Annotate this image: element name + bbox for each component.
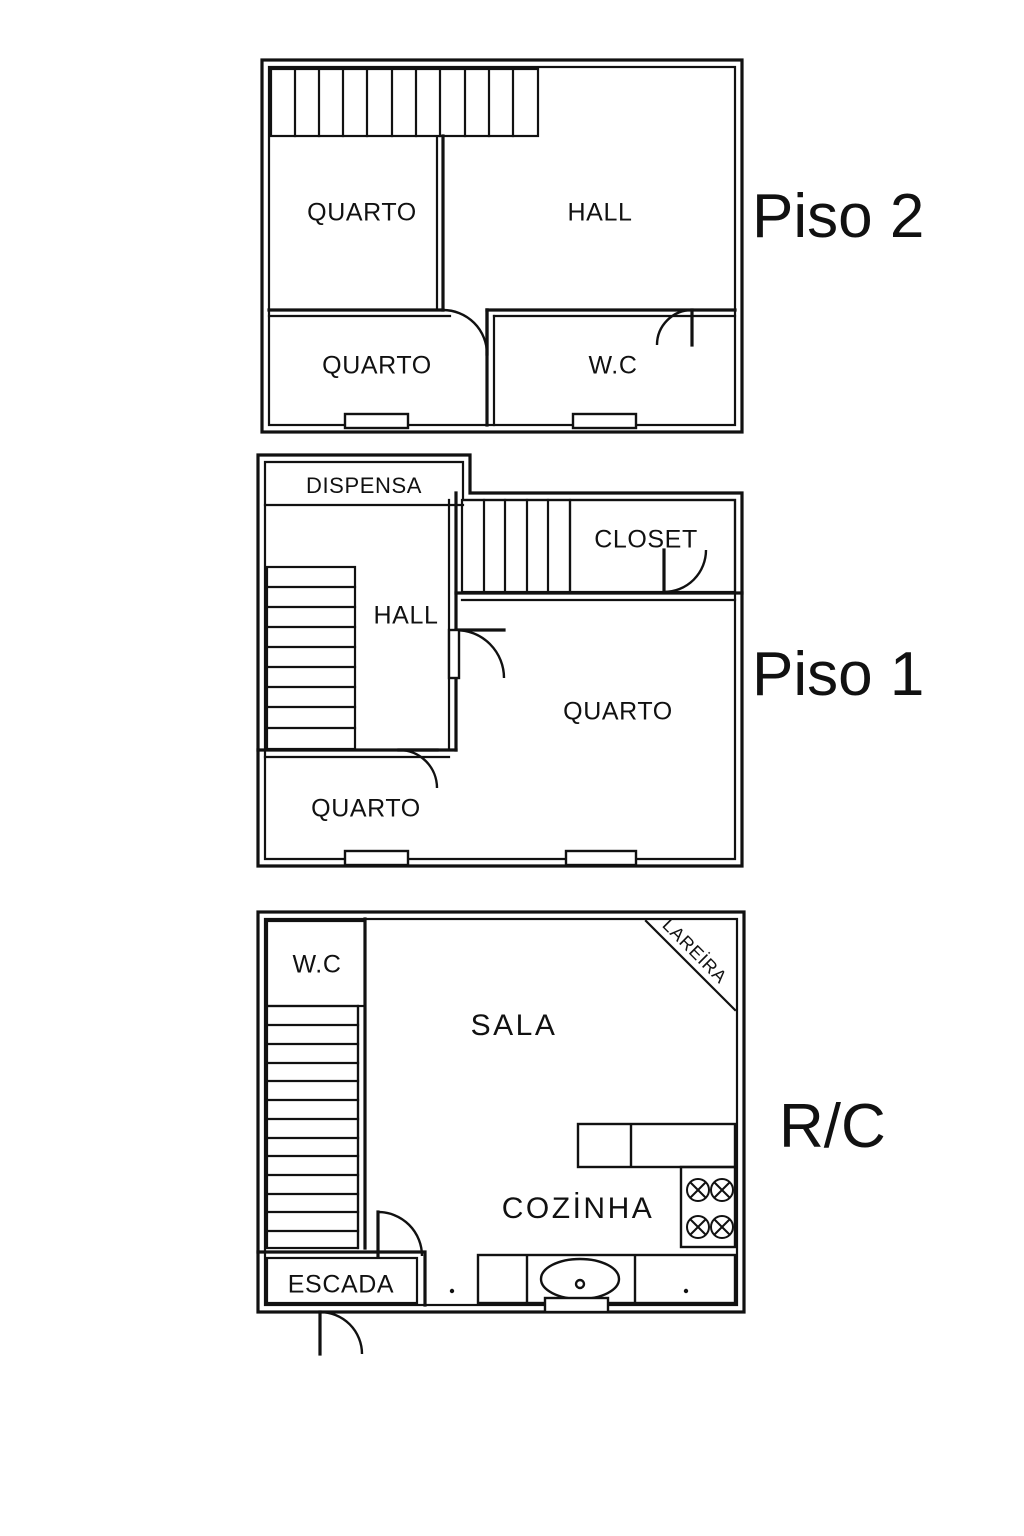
rc-floor-dot-right: [683, 1288, 689, 1294]
rc-inner-wall: [263, 917, 739, 1307]
floor-title-piso1: Piso 1: [752, 640, 925, 709]
rc-room-label-sala: SALA: [471, 1009, 558, 1042]
rc-kitchen-counter-upper: [576, 1122, 737, 1169]
rc-sink: [539, 1257, 621, 1301]
rc-kitchen-counter-bottom: [476, 1253, 737, 1305]
piso1-window-right: [564, 849, 638, 867]
floor-title-piso2: Piso 2: [752, 182, 925, 251]
piso1-room-label-quarto-right: QUARTO: [563, 698, 673, 726]
piso2-window-left: [343, 412, 410, 430]
rc-room-label-cozinha: COZİNHA: [502, 1192, 655, 1225]
rc-kitchen-counter-right: [679, 1165, 737, 1249]
piso2-door-quarto: [442, 308, 489, 356]
floor-plan-piso1: DISPENSA HALL CLOSET QUARTO QUARTO: [256, 453, 744, 868]
piso2-room-label-hall: HALL: [568, 199, 633, 227]
rc-door-escada-upper: [376, 1210, 424, 1258]
piso2-window-right: [571, 412, 638, 430]
rc-room-label-escada: ESCADA: [288, 1271, 394, 1299]
rc-floor-dot-left: [449, 1288, 455, 1294]
piso1-door-quarto-bottom: [397, 748, 439, 789]
rc-staircase: [265, 1004, 360, 1250]
rc-escada-wall: [256, 1250, 427, 1307]
piso2-room-label-wc: W.C: [588, 352, 637, 380]
piso1-door-closet: [662, 548, 708, 594]
floor-title-rc: R/C: [779, 1092, 886, 1161]
piso1-room-label-dispensa: DISPENSA: [306, 473, 422, 498]
rc-room-label-wc: W.C: [292, 951, 341, 979]
piso2-inner-wall: [267, 65, 737, 427]
piso1-room-label-quarto-bottom: QUARTO: [311, 795, 421, 823]
piso1-staircase-upper: [460, 498, 572, 594]
rc-lareira-diagonal: [644, 919, 737, 1012]
rc-annotation-lareira: LAREİRA: [659, 915, 732, 988]
piso1-door-quarto-right: [447, 628, 506, 680]
piso2-room-label-quarto-bottom: QUARTO: [322, 352, 432, 380]
piso2-door-wc: [655, 308, 694, 347]
piso1-outer-wall: [256, 453, 744, 868]
rc-door-entry: [318, 1310, 364, 1356]
piso1-window-left: [343, 849, 410, 867]
piso1-staircase-left: [265, 565, 357, 751]
piso2-staircase: [269, 67, 540, 138]
floor-plan-piso2: QUARTO HALL QUARTO W.C: [260, 58, 744, 434]
piso1-room-label-closet: CLOSET: [594, 526, 698, 554]
piso2-room-label-quarto-top: QUARTO: [307, 199, 417, 227]
piso2-outer-wall: [260, 58, 744, 434]
rc-outer-wall: [256, 910, 746, 1314]
piso1-room-label-hall: HALL: [374, 602, 439, 630]
rc-window-bottom: [543, 1296, 610, 1314]
rc-escada-inner: [265, 1256, 419, 1305]
rc-stove-burners: [686, 1178, 734, 1239]
floor-plan-rc: W.C SALA COZİNHA ESCADA LAREİRA: [256, 910, 746, 1356]
